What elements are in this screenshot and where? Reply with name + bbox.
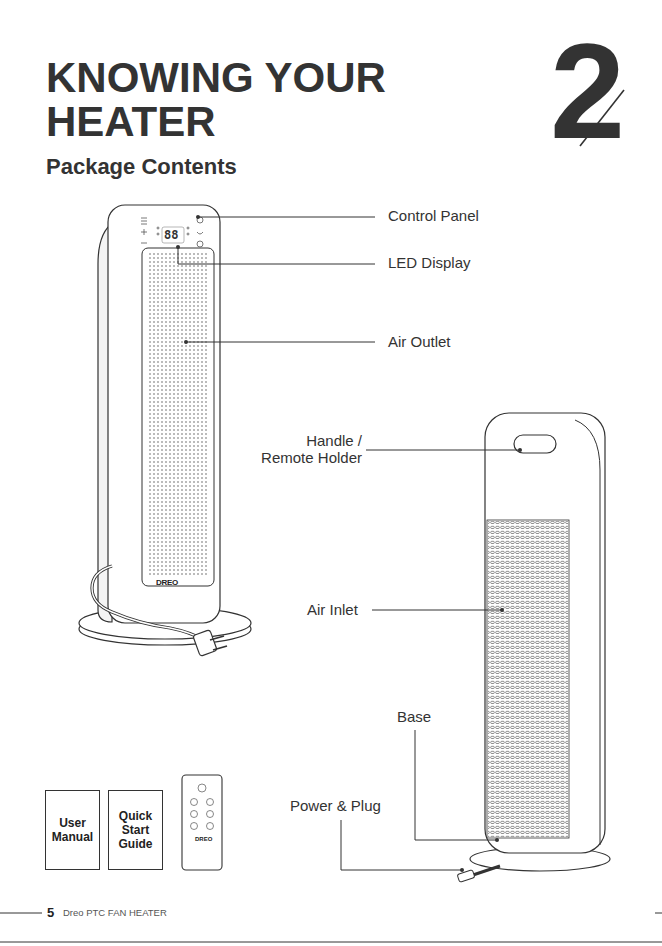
footer-rule — [0, 913, 42, 914]
node-label: User Manual — [46, 816, 99, 844]
node-content: User Manual — [46, 816, 99, 844]
document-card: Quick Start Guide — [108, 790, 163, 870]
heater-back — [485, 413, 605, 853]
page-number: 5 — [47, 905, 54, 921]
part-name: Control Panel — [388, 207, 479, 225]
footer-rule — [655, 913, 662, 914]
page-title: KNOWING YOUR HEATER — [46, 56, 426, 144]
part-name: LED Display — [388, 254, 471, 272]
outlet-frame — [142, 248, 214, 586]
chapter-number: 2 — [550, 24, 625, 159]
power-cord — [470, 866, 500, 876]
node-content: Quick Start Guide — [109, 809, 162, 851]
led-frame — [162, 227, 184, 243]
handle — [514, 435, 556, 453]
power-cord-inner — [92, 566, 204, 640]
plug-prong — [210, 636, 224, 640]
heater-side-edge — [575, 420, 600, 845]
led-digits: 88 — [164, 228, 178, 242]
power-cord — [92, 566, 204, 640]
leader-dots — [176, 215, 522, 872]
plug-body — [193, 630, 217, 657]
part-name: Handle / Remote Holder — [256, 432, 362, 466]
remote-buttons — [191, 784, 214, 830]
outlet-grille — [147, 253, 209, 575]
remote-control — [182, 775, 222, 870]
page-edge — [0, 942, 662, 943]
inlet-frame — [487, 520, 569, 838]
part-name: Base — [397, 708, 431, 726]
leader-lines — [178, 217, 520, 870]
brand-logo: DREO — [156, 578, 178, 588]
brand-logo: DREO — [195, 836, 212, 843]
section-heading: Package Contents — [46, 153, 237, 181]
heater-front — [108, 205, 220, 623]
part-name: Power & Plug — [290, 797, 381, 815]
remote-body — [182, 775, 222, 870]
document-card: User Manual — [45, 790, 100, 870]
front-heater — [79, 205, 251, 656]
part-name: Air Outlet — [388, 333, 451, 351]
inlet-grille — [488, 521, 568, 837]
control-icons — [141, 217, 203, 247]
plug-prong — [213, 646, 227, 650]
plug-body — [457, 870, 475, 883]
back-heater — [457, 413, 610, 882]
part-name: Air Inlet — [307, 601, 358, 619]
footer-text: Dreo PTC FAN HEATER — [63, 907, 167, 919]
node-label: Quick Start Guide — [109, 809, 162, 851]
